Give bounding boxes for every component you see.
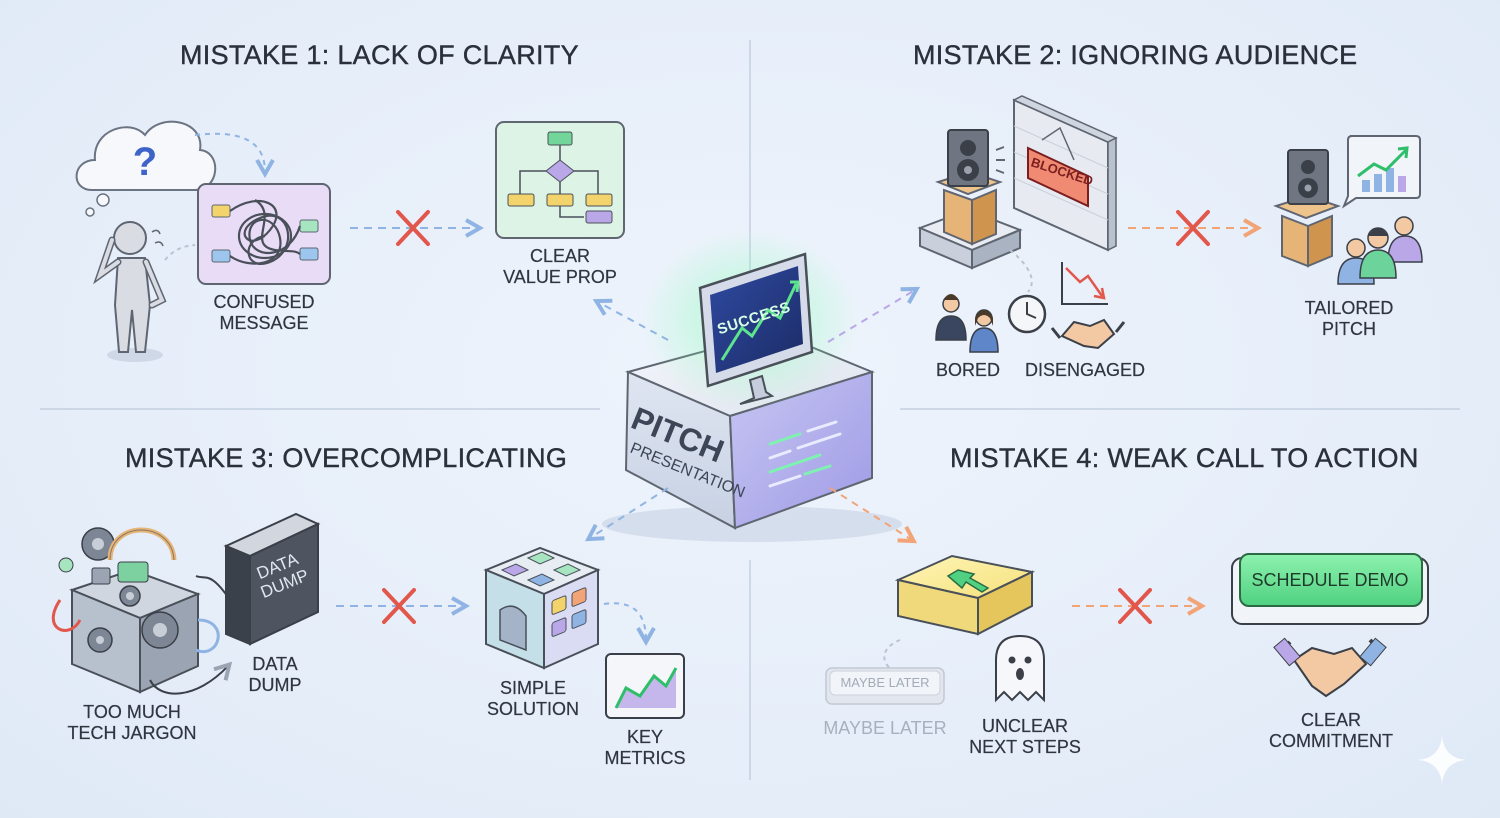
maybe-later-button: MAYBE LATER (840, 675, 930, 690)
unclear-next-steps-line-2: NEXT STEPS (969, 737, 1081, 757)
clear-commitment-line-2: COMMITMENT (1269, 731, 1393, 751)
key-metrics-line-1: KEY (626, 727, 664, 747)
bored-label: BORED (935, 360, 1001, 380)
confused-person-icon (93, 221, 167, 362)
key-metrics-label: KEY METRICS (604, 727, 686, 769)
clear-value-prop-label: CLEAR VALUE PROP (503, 246, 617, 288)
clear-commitment-label: CLEAR COMMITMENT (1269, 710, 1393, 752)
commitment-handshake-icon (1273, 637, 1387, 698)
question-cloud-icon: ? (75, 120, 217, 217)
handshake-icon (1050, 318, 1126, 350)
clear-commitment-line-1: CLEAR (1300, 710, 1362, 730)
data-dump-line-1: DATA (252, 654, 298, 674)
cross-mark-1 (350, 210, 478, 246)
tangled-message-icon (197, 183, 331, 285)
book-icon (195, 512, 321, 646)
metrics-chart-icon (605, 653, 685, 719)
mistake-4-title: MISTAKE 4: WEAK CALL TO ACTION (950, 443, 1419, 473)
clear-value-prop-line-2: VALUE PROP (503, 267, 617, 287)
sparkle-icon (1418, 736, 1466, 784)
down-chart-icon (1061, 262, 1108, 305)
mistake-1-title: MISTAKE 1: LACK OF CLARITY (180, 40, 579, 70)
simple-solution-line-2: SOLUTION (486, 699, 580, 719)
disengaged-label: DISENGAGED (1024, 360, 1146, 380)
blocked-wall-icon (1012, 95, 1118, 252)
simple-solution-line-1: SIMPLE (499, 678, 567, 698)
confused-message-label: CONFUSED MESSAGE (213, 292, 314, 334)
cross-mark-4 (1072, 588, 1200, 624)
mistake-2-title: MISTAKE 2: IGNORING AUDIENCE (913, 40, 1358, 70)
confused-message-line-1: CONFUSED (213, 292, 315, 312)
unclear-next-steps-label: UNCLEAR NEXT STEPS (969, 716, 1081, 758)
center-arrows (590, 290, 915, 540)
mistake-3-title: MISTAKE 3: OVERCOMPLICATING (125, 443, 568, 473)
schedule-demo-button: SCHEDULE DEMO (1251, 570, 1409, 590)
clock-icon (1007, 294, 1047, 334)
flowchart-icon (495, 121, 625, 239)
maybe-later-button-shape (825, 667, 945, 705)
ghost-icon (995, 634, 1045, 703)
data-dump-label: DATA DUMP (248, 654, 302, 696)
key-metrics-line-2: METRICS (604, 748, 686, 768)
simple-solution-label: SIMPLE SOLUTION (487, 678, 579, 720)
data-dump-line-2: DUMP (248, 675, 302, 695)
download-button-icon (894, 554, 1036, 636)
confused-message-line-2: MESSAGE (219, 313, 309, 333)
cross-mark-2 (1128, 210, 1256, 246)
audience-icon (935, 294, 999, 353)
maybe-later-label: MAYBE LATER (823, 718, 947, 738)
podium-speaker-icon (917, 129, 1023, 270)
tailored-pitch-label: TAILORED PITCH (1305, 298, 1394, 340)
tech-jargon-line-1: TOO MUCH (83, 702, 181, 722)
tech-jargon-line-2: TECH JARGON (67, 723, 197, 743)
pitch-presentation-box (602, 230, 902, 542)
tailored-pitch-icon (1273, 135, 1423, 285)
too-much-tech-jargon-label: TOO MUCH TECH JARGON (67, 702, 196, 744)
clear-value-prop-line-1: CLEAR (529, 246, 591, 266)
unclear-next-steps-line-1: UNCLEAR (981, 716, 1069, 736)
svg-text:?: ? (133, 140, 157, 184)
tailored-pitch-line-1: TAILORED (1304, 298, 1394, 318)
block-building-icon (483, 546, 601, 670)
gear-machine-icon (51, 527, 228, 695)
cross-mark-3 (336, 588, 464, 624)
schedule-demo-button-shape (1231, 553, 1429, 625)
tailored-pitch-line-2: PITCH (1322, 319, 1376, 339)
